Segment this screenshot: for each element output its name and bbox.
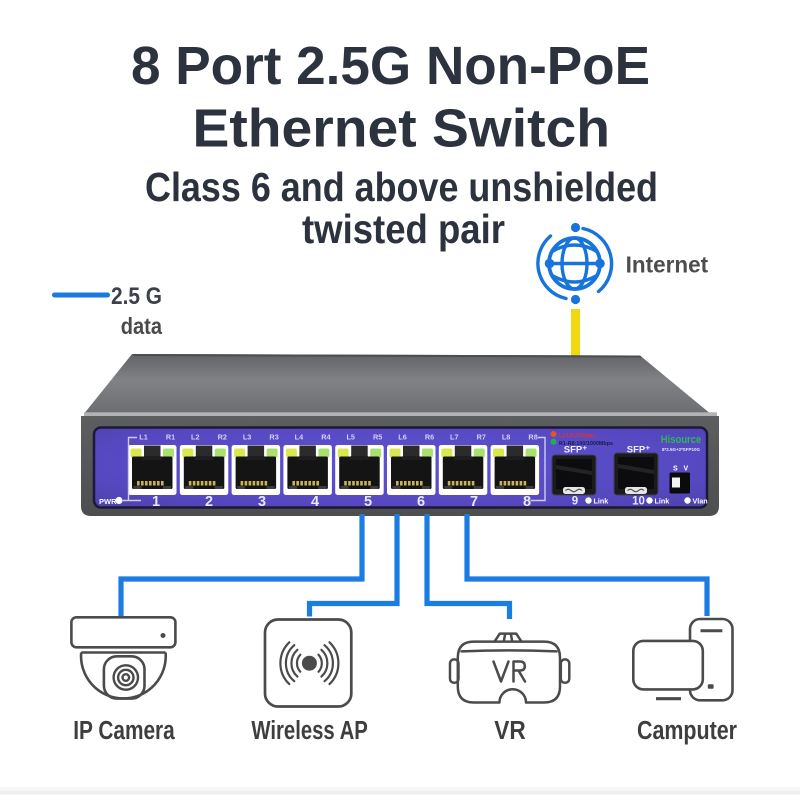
svg-text:SFP⁺: SFP⁺ — [627, 445, 651, 456]
svg-text:twisted pair: twisted pair — [302, 206, 505, 252]
svg-text:R8: R8 — [528, 433, 537, 442]
svg-text:2.5 G: 2.5 G — [111, 283, 162, 310]
svg-text:8 Port 2.5G Non-PoE: 8 Port 2.5G Non-PoE — [131, 36, 650, 96]
svg-text:R5: R5 — [373, 433, 382, 442]
svg-text:R1-R8:100/1000Mbps: R1-R8:100/1000Mbps — [559, 441, 613, 447]
svg-text:L5: L5 — [346, 433, 355, 442]
svg-text:1: 1 — [152, 494, 160, 510]
svg-text:L1-L8:2.5Gbps: L1-L8:2.5Gbps — [559, 433, 596, 439]
svg-text:Link: Link — [655, 497, 670, 506]
svg-text:10: 10 — [632, 496, 645, 508]
svg-text:8*2.5G+2*SFP10G: 8*2.5G+2*SFP10G — [662, 447, 700, 453]
svg-text:6: 6 — [417, 494, 425, 510]
svg-text:8: 8 — [523, 494, 531, 510]
svg-text:3: 3 — [258, 494, 266, 510]
svg-text:Link: Link — [594, 497, 609, 506]
svg-text:7: 7 — [470, 494, 478, 510]
svg-text:R7: R7 — [477, 433, 486, 442]
svg-text:PWR: PWR — [99, 497, 117, 506]
svg-text:5: 5 — [364, 494, 372, 510]
svg-text:IP Camera: IP Camera — [73, 717, 175, 745]
svg-text:4: 4 — [311, 494, 319, 510]
svg-text:R3: R3 — [269, 433, 278, 442]
svg-text:Vlan: Vlan — [693, 497, 708, 506]
svg-text:S: S — [673, 466, 678, 473]
svg-text:VR: VR — [494, 717, 526, 745]
svg-text:Ethernet Switch: Ethernet Switch — [193, 98, 611, 158]
svg-text:L2: L2 — [191, 433, 200, 442]
svg-text:V: V — [684, 466, 689, 473]
svg-text:Class 6 and above unshielded: Class 6 and above unshielded — [145, 164, 658, 210]
svg-text:L4: L4 — [295, 433, 304, 442]
svg-text:Hisource: Hisource — [661, 434, 702, 446]
svg-text:Internet: Internet — [626, 252, 709, 278]
svg-text:R4: R4 — [321, 433, 331, 442]
svg-text:L6: L6 — [398, 433, 407, 442]
svg-text:L3: L3 — [243, 433, 252, 442]
svg-text:R1: R1 — [166, 433, 175, 442]
svg-text:Camputer: Camputer — [637, 717, 737, 745]
svg-text:9: 9 — [572, 496, 578, 508]
svg-text:L1: L1 — [139, 433, 148, 442]
svg-text:L7: L7 — [450, 433, 459, 442]
svg-text:2: 2 — [205, 494, 213, 510]
svg-text:R2: R2 — [218, 433, 227, 442]
svg-text:R6: R6 — [425, 433, 434, 442]
svg-text:SFP⁺: SFP⁺ — [564, 445, 588, 456]
svg-text:L8: L8 — [502, 433, 511, 442]
svg-text:Wireless AP: Wireless AP — [251, 717, 367, 745]
svg-text:data: data — [121, 313, 162, 339]
